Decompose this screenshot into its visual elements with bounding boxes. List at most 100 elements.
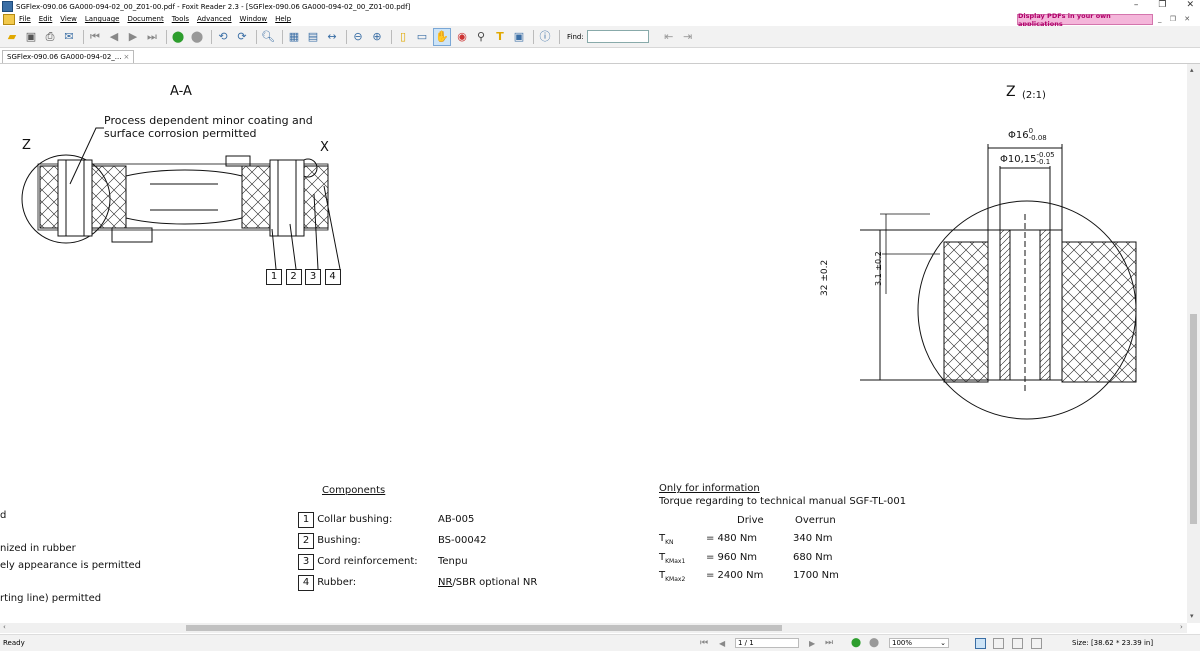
- callout-2: 2: [285, 269, 302, 285]
- horizontal-scroll-thumb[interactable]: [186, 625, 782, 631]
- actual-size-icon[interactable]: ▦: [288, 30, 300, 43]
- go-back-icon[interactable]: ⬤: [171, 30, 185, 43]
- info-subheading: Torque regarding to technical manual SGF…: [659, 496, 907, 507]
- print-icon[interactable]: ⎙: [45, 30, 55, 43]
- prev-page-icon[interactable]: ◀: [109, 30, 119, 43]
- snapshot-icon[interactable]: ◉: [457, 30, 467, 43]
- torque-sub: KMax2: [665, 576, 686, 583]
- close-button[interactable]: ✕: [1186, 0, 1194, 10]
- first-page-icon[interactable]: ⏮: [90, 30, 100, 43]
- single-page-icon[interactable]: ▯: [399, 30, 407, 43]
- go-forward-icon[interactable]: ⬤: [190, 30, 204, 43]
- height-dim-line: [860, 229, 988, 381]
- vertical-scroll-thumb[interactable]: [1190, 314, 1197, 524]
- window-title: SGFlex-090.06 GA000-094-02_00_Z01-00.pdf…: [16, 2, 411, 11]
- menu-window[interactable]: Window: [239, 15, 268, 23]
- callout-3: 3: [305, 269, 321, 285]
- facing-view-icon[interactable]: [1012, 637, 1023, 649]
- torque-overrun: 340 Nm: [793, 533, 833, 544]
- torque-sym: T: [659, 533, 666, 544]
- next-page-icon[interactable]: ▶: [128, 30, 138, 43]
- image-tool-icon[interactable]: ▣: [513, 30, 525, 43]
- component-value-rest: /SBR optional NR: [452, 577, 538, 588]
- menu-file[interactable]: File: [19, 15, 31, 23]
- tab-close-icon[interactable]: ×: [123, 53, 130, 61]
- save-icon[interactable]: ▣: [25, 30, 37, 43]
- left-note-4: rting line) permitted: [0, 593, 102, 604]
- open-folder-icon[interactable]: ▰: [7, 30, 17, 43]
- menu-advanced[interactable]: Advanced: [196, 15, 232, 23]
- zoom-icon[interactable]: 🔍︎: [261, 30, 275, 43]
- hand-tool-icon[interactable]: ✋: [433, 27, 451, 46]
- page-number: 1 / 1: [738, 639, 754, 647]
- find-input[interactable]: [586, 30, 649, 43]
- left-note-1: d: [0, 510, 7, 521]
- fit-page-icon[interactable]: ▤: [307, 30, 319, 43]
- minimize-button[interactable]: –: [1133, 0, 1139, 10]
- rotate-left-icon[interactable]: ⟲: [218, 30, 228, 43]
- find-icon[interactable]: ⚲: [476, 30, 486, 43]
- toolbar-separator: [346, 29, 347, 44]
- status-next-page-icon[interactable]: ▶: [809, 638, 816, 648]
- status-prev-page-icon[interactable]: ◀: [719, 638, 726, 648]
- toolbar-separator: [211, 29, 212, 44]
- restore-button[interactable]: ❐: [1158, 0, 1167, 10]
- continuous-icon[interactable]: ▭: [416, 30, 428, 43]
- scroll-down-icon[interactable]: ▾: [1190, 612, 1194, 620]
- status-back-icon[interactable]: ⬤: [851, 638, 862, 648]
- menu-tools[interactable]: Tools: [171, 15, 189, 23]
- email-icon[interactable]: ✉: [64, 30, 74, 43]
- horizontal-scrollbar[interactable]: ‹ ›: [0, 623, 1187, 633]
- status-last-page-icon[interactable]: ⏭: [825, 638, 834, 648]
- info-icon[interactable]: ⓘ: [539, 30, 551, 43]
- menu-view[interactable]: View: [60, 15, 77, 23]
- rotate-right-icon[interactable]: ⟳: [237, 30, 247, 43]
- find-next-icon[interactable]: ⇥: [683, 30, 693, 43]
- ad-banner[interactable]: Display PDFs in your own applications: [1017, 12, 1153, 28]
- lug-bottom: [111, 227, 153, 243]
- menu-edit[interactable]: Edit: [38, 15, 53, 23]
- zoom-select[interactable]: 100%⌄: [889, 638, 949, 648]
- title-bar: SGFlex-090.06 GA000-094-02_00_Z01-00.pdf…: [0, 0, 1200, 13]
- last-page-icon[interactable]: ⏭: [147, 30, 157, 43]
- continuous-facing-view-icon[interactable]: [1031, 637, 1042, 649]
- document-tab[interactable]: SGFlex-090.06 GA000-094-02_... ×: [2, 50, 135, 63]
- zoom-out-icon[interactable]: ⊖: [353, 30, 363, 43]
- find-label: Find:: [567, 32, 584, 41]
- toolbar-separator: [559, 29, 560, 44]
- extension-lines: [987, 144, 1063, 230]
- find-prev-icon[interactable]: ⇤: [664, 30, 674, 43]
- detail-rubber-left: [943, 241, 989, 383]
- status-forward-icon[interactable]: ⬤: [869, 638, 880, 648]
- component-value-underlined: NR: [438, 577, 453, 588]
- zoom-in-icon[interactable]: ⊕: [372, 30, 382, 43]
- document-view[interactable]: A-A Z X Process dependent minor coating …: [0, 64, 1187, 623]
- section-assembly: [21, 127, 341, 270]
- torque-overrun: 680 Nm: [793, 552, 833, 563]
- menu-language[interactable]: Language: [84, 15, 120, 23]
- left-note-2: nized in rubber: [0, 543, 76, 554]
- scroll-left-icon[interactable]: ‹: [3, 623, 6, 631]
- component-num: 1: [298, 512, 314, 528]
- torque-drive: = 960 Nm: [706, 552, 758, 563]
- continuous-view-icon[interactable]: [993, 637, 1004, 649]
- dim-inner: Φ10,15-0.05-0.1: [1000, 152, 1055, 166]
- detail-scale: (2:1): [1022, 90, 1046, 101]
- menu-help[interactable]: Help: [275, 15, 292, 23]
- component-num: 2: [298, 533, 314, 549]
- callout-leaders: [271, 185, 341, 270]
- component-num: 3: [298, 554, 314, 570]
- scroll-right-icon[interactable]: ›: [1180, 623, 1183, 631]
- torque-sub: KN: [665, 539, 674, 546]
- page-number-field[interactable]: 1 / 1: [735, 638, 799, 648]
- vertical-scrollbar[interactable]: ▴ ▾: [1187, 64, 1200, 623]
- page-size: Size: [38.62 * 23.39 in]: [1072, 639, 1154, 647]
- left-note-3: ely appearance is permitted: [0, 560, 142, 571]
- fit-width-icon[interactable]: ↔: [327, 30, 337, 43]
- mdi-controls[interactable]: _ ❐ ✕: [1158, 15, 1194, 23]
- scroll-up-icon[interactable]: ▴: [1190, 66, 1194, 74]
- text-tool-icon[interactable]: T: [496, 30, 504, 43]
- single-page-view-icon[interactable]: [975, 637, 986, 649]
- status-first-page-icon[interactable]: ⏮: [700, 638, 709, 648]
- menu-document[interactable]: Document: [127, 15, 164, 23]
